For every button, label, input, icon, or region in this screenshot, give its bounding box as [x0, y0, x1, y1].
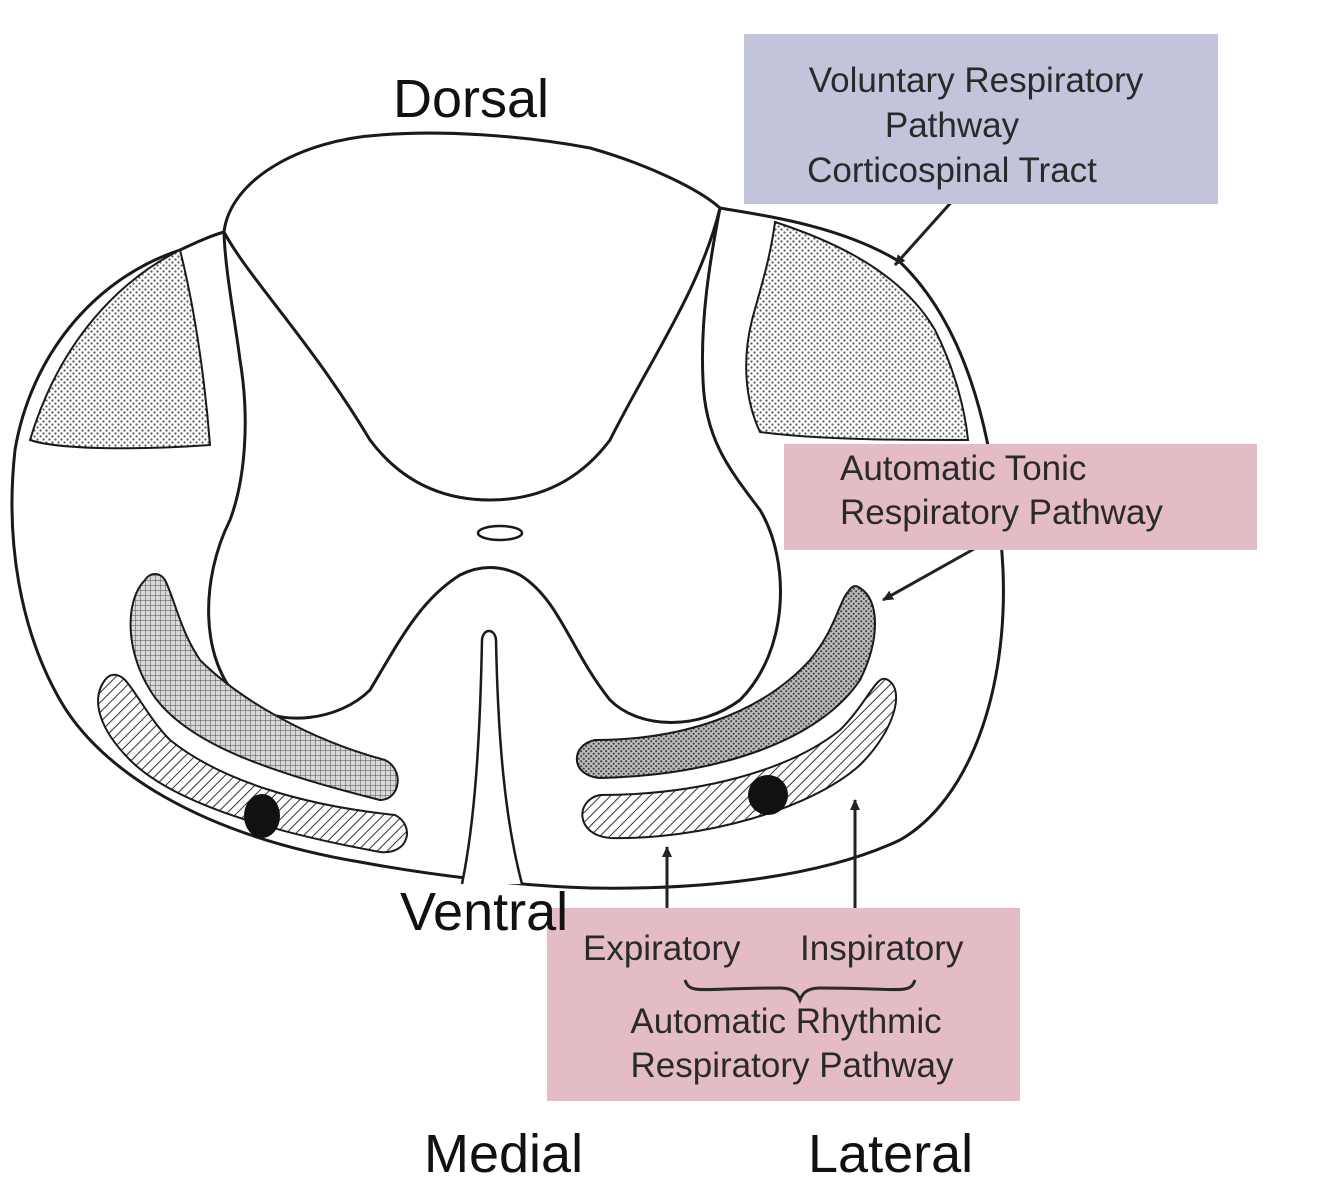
right-rhythmic-tract: [581, 677, 897, 840]
voluntary-line-3: Corticospinal Tract: [807, 151, 1097, 190]
rhythmic-brace: [683, 979, 917, 1005]
voluntary-line-2: Pathway: [885, 106, 1020, 145]
right-corticospinal-region: [745, 220, 970, 442]
voluntary-arrow: [893, 196, 957, 267]
tonic-pathway-box: [784, 444, 1257, 550]
right-tonic-tract: [575, 585, 876, 780]
left-tonic-tract: [129, 573, 399, 802]
left-tract-nucleus: [244, 794, 280, 838]
rhythmic-line-2: Respiratory Pathway: [631, 1046, 954, 1085]
left-rhythmic-tract: [97, 673, 408, 854]
expiratory-label: Expiratory: [583, 929, 741, 968]
lateral-label: Lateral: [808, 1124, 973, 1184]
ventral-median-fissure: [460, 629, 524, 885]
rhythmic-pathway-box: [547, 908, 1020, 1101]
dorsal-label: Dorsal: [393, 69, 549, 129]
rhythmic-line-1: Automatic Rhythmic: [630, 1002, 941, 1041]
ventral-label: Ventral: [400, 882, 568, 942]
medial-label: Medial: [424, 1124, 583, 1184]
central-canal: [476, 524, 524, 542]
voluntary-pathway-box: [744, 34, 1218, 204]
left-corticospinal-region: [28, 248, 212, 450]
grey-matter-outline: [207, 207, 782, 724]
inspiratory-label: Inspiratory: [800, 929, 964, 968]
tonic-line-2: Respiratory Pathway: [840, 493, 1163, 532]
voluntary-line-1: Voluntary Respiratory: [809, 61, 1144, 100]
tonic-line-1: Automatic Tonic: [840, 449, 1086, 488]
right-tract-nucleus: [748, 775, 788, 815]
